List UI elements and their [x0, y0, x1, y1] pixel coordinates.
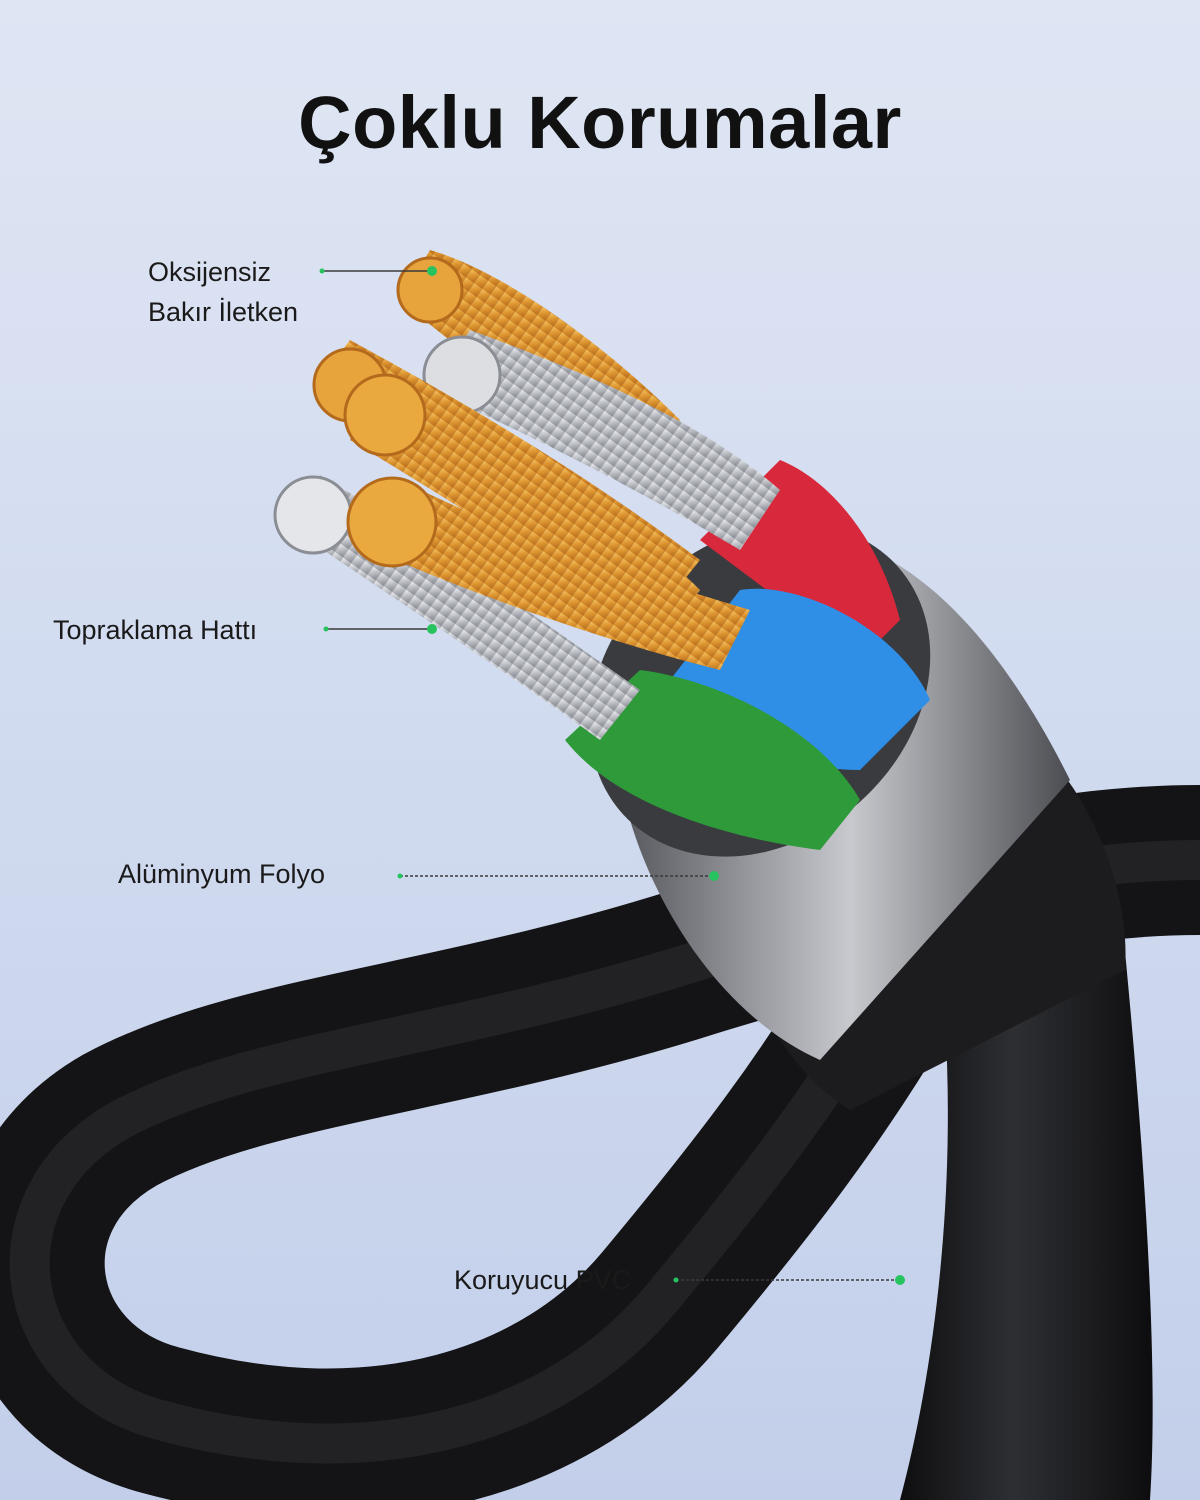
- callout-copper-line2: Bakır İletken: [148, 297, 299, 327]
- callout-copper-conductor: Oksijensiz Bakır İletken: [148, 252, 298, 332]
- page-title: Çoklu Korumalar: [298, 81, 902, 164]
- callout-copper-line1: Oksijensiz: [148, 257, 272, 287]
- conductors: [273, 250, 780, 740]
- callout-protective-pvc: Koruyucu PVC: [454, 1265, 632, 1295]
- callout-ground-line: Topraklama Hattı: [53, 615, 258, 645]
- callout-leaders: [319, 266, 905, 1285]
- callout-aluminum-foil: Alüminyum Folyo: [118, 859, 326, 889]
